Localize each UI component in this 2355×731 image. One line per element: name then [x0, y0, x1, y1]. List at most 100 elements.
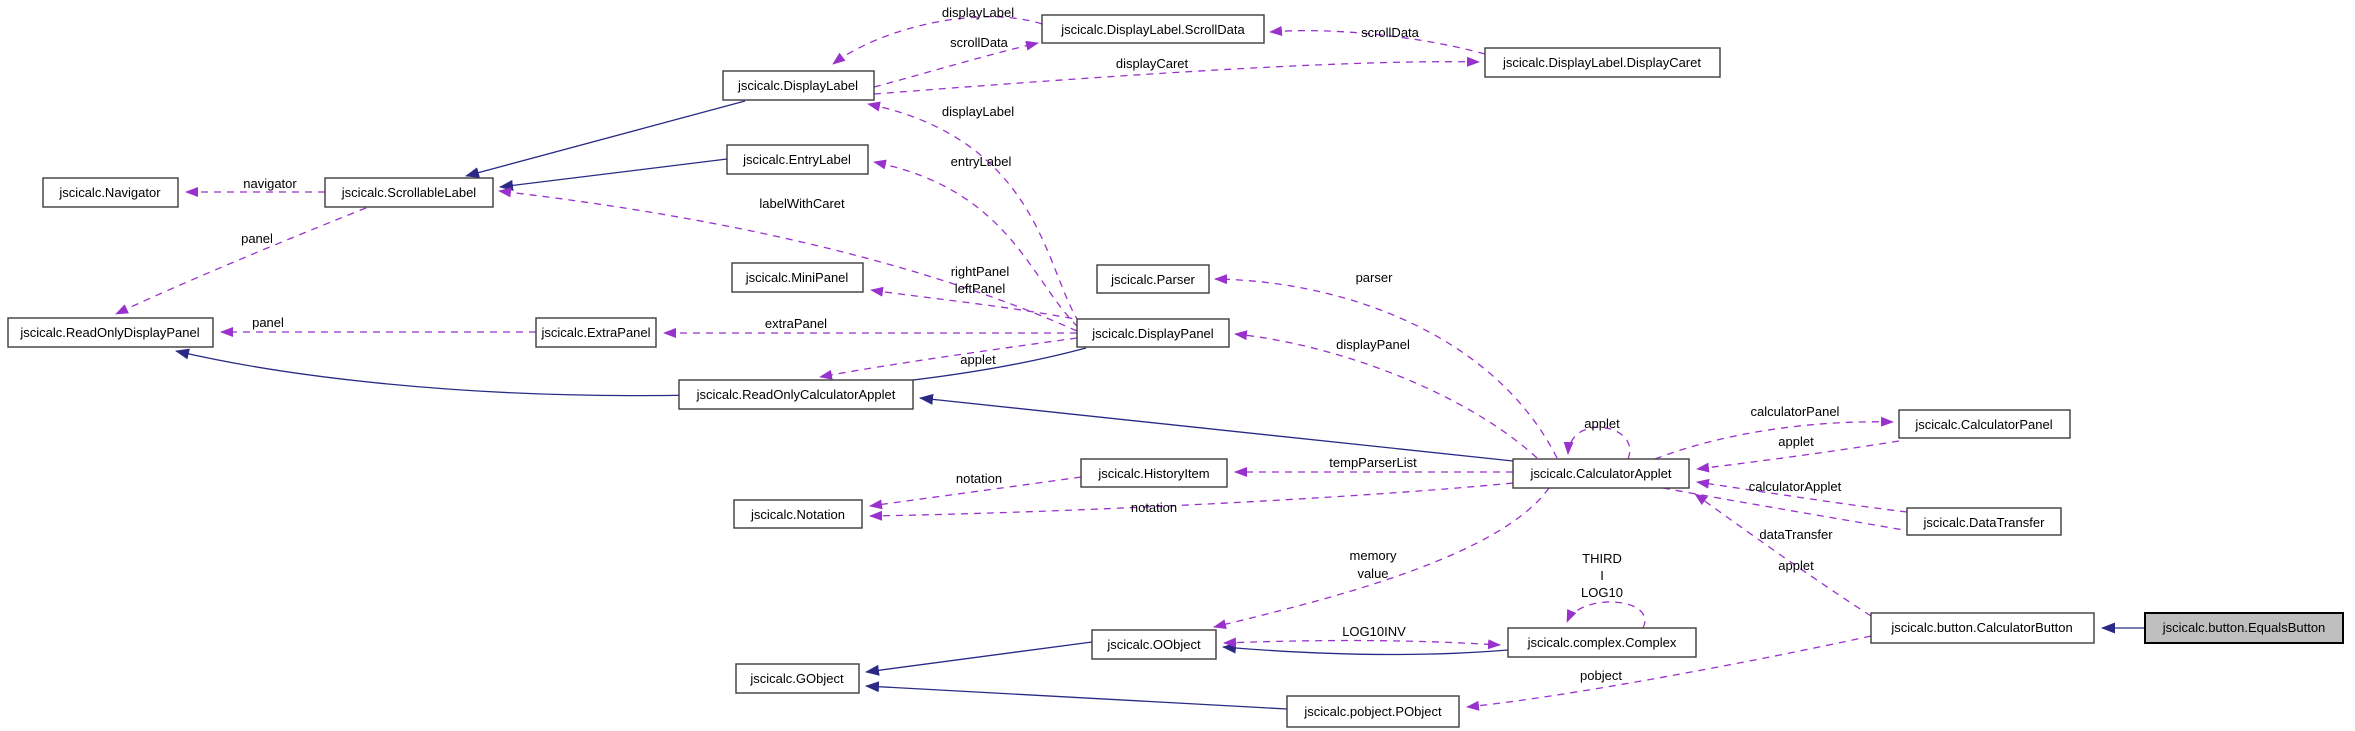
node-scrollable-label[interactable]: jscicalc.ScrollableLabel: [324, 177, 494, 208]
node-equals-button[interactable]: jscicalc.button.EqualsButton: [2144, 612, 2344, 644]
node-complex[interactable]: jscicalc.complex.Complex: [1507, 627, 1697, 658]
edge-label-panel-upper: panel: [241, 231, 273, 246]
node-notation-box[interactable]: [733, 499, 863, 529]
node-oobject-box[interactable]: [1091, 629, 1217, 660]
node-parser-box[interactable]: [1096, 264, 1210, 294]
edge-historyitem-notation: [869, 476, 1082, 510]
edge-displaypanel-minipanel: [870, 286, 1086, 322]
node-display-label[interactable]: jscicalc.DisplayLabel: [722, 70, 875, 101]
node-display-caret-label: jscicalc.DisplayLabel.DisplayCaret: [1502, 55, 1701, 70]
node-mini-panel-box[interactable]: [731, 262, 864, 293]
node-parser[interactable]: jscicalc.Parser: [1096, 264, 1210, 294]
node-calculator-applet[interactable]: jscicalc.CalculatorApplet: [1512, 458, 1690, 489]
edge-calculatorbutton-pobject: [1466, 635, 1872, 711]
node-history-item-label: jscicalc.HistoryItem: [1097, 466, 1209, 481]
edge-label-parser: parser: [1356, 270, 1394, 285]
edge-label-value: value: [1357, 566, 1388, 581]
node-equals-button-box[interactable]: [2144, 612, 2344, 644]
edge-scrolldata-displaylabel: [832, 16, 1043, 65]
edge-label-panel-lower: panel: [252, 315, 284, 330]
edge-scrollablelabel-readonlydisplaypanel: [115, 207, 367, 315]
node-navigator-label: jscicalc.Navigator: [58, 185, 161, 200]
node-history-item-box[interactable]: [1080, 458, 1228, 488]
node-notation-label: jscicalc.Notation: [750, 507, 845, 522]
node-calculator-applet-box[interactable]: [1512, 458, 1690, 489]
edge-displaylabel-inherits-scrollablelabel: [465, 100, 746, 178]
edge-label-notation-lower: notation: [1131, 500, 1177, 515]
node-calculator-applet-label: jscicalc.CalculatorApplet: [1530, 466, 1672, 481]
edge-label-third: THIRD: [1582, 551, 1622, 566]
edge-oobject-complex-log10inv: [1223, 637, 1501, 650]
node-data-transfer-box[interactable]: [1906, 507, 2062, 536]
edge-label-entrylabel: entryLabel: [951, 154, 1012, 169]
node-read-only-calculator-applet[interactable]: jscicalc.ReadOnlyCalculatorApplet: [678, 379, 914, 410]
node-calculator-panel-label: jscicalc.CalculatorPanel: [1914, 417, 2052, 432]
edge-label-log10inv: LOG10INV: [1342, 624, 1406, 639]
nodes: jscicalc.Navigator jscicalc.ScrollableLa…: [7, 14, 2344, 728]
edge-label-memory: memory: [1350, 548, 1397, 563]
edge-label-scrolldata-left: scrollData: [950, 35, 1009, 50]
node-history-item[interactable]: jscicalc.HistoryItem: [1080, 458, 1228, 488]
edge-label-navigator: navigator: [243, 176, 297, 191]
node-extra-panel-label: jscicalc.ExtraPanel: [540, 325, 650, 340]
node-read-only-display-panel-box[interactable]: [7, 317, 214, 348]
node-display-label-label: jscicalc.DisplayLabel: [737, 78, 858, 93]
node-display-panel-box[interactable]: [1076, 318, 1230, 348]
node-scrollable-label-box[interactable]: [324, 177, 494, 208]
node-notation[interactable]: jscicalc.Notation: [733, 499, 863, 529]
node-display-caret-box[interactable]: [1484, 47, 1721, 78]
edge-pobject-inherits-gobject: [865, 681, 1288, 710]
edge-calculatorbutton-calculatorapplet: [1694, 493, 1872, 617]
node-calculator-panel-box[interactable]: [1898, 409, 2071, 439]
node-data-transfer-label: jscicalc.DataTransfer: [1923, 515, 2046, 530]
edge-complex-self-constants: [1566, 601, 1646, 629]
node-entry-label[interactable]: jscicalc.EntryLabel: [726, 144, 869, 175]
edge-displaypanel-scrollablelabel: [498, 187, 1078, 332]
node-data-transfer[interactable]: jscicalc.DataTransfer: [1906, 507, 2062, 536]
edge-label-datatransfer: dataTransfer: [1759, 527, 1833, 542]
node-display-label-box[interactable]: [722, 70, 875, 101]
node-gobject-box[interactable]: [735, 663, 860, 694]
edge-displaypanel-inherits-readonlydisplaypanel: [175, 347, 1087, 397]
inheritance-edges: [175, 100, 2145, 710]
node-mini-panel[interactable]: jscicalc.MiniPanel: [731, 262, 864, 293]
node-oobject-label: jscicalc.OObject: [1106, 637, 1201, 652]
node-read-only-display-panel[interactable]: jscicalc.ReadOnlyDisplayPanel: [7, 317, 214, 348]
node-calculator-button[interactable]: jscicalc.button.CalculatorButton: [1870, 612, 2095, 644]
node-entry-label-box[interactable]: [726, 144, 869, 175]
edge-oobject-inherits-gobject: [865, 641, 1093, 676]
node-gobject[interactable]: jscicalc.GObject: [735, 663, 860, 694]
edge-label-applet-cb: applet: [1778, 558, 1814, 573]
node-calculator-button-box[interactable]: [1870, 612, 2095, 644]
node-read-only-calculator-applet-box[interactable]: [678, 379, 914, 410]
edge-label-applet-rca: applet: [960, 352, 996, 367]
edge-label-leftpanel: leftPanel: [955, 281, 1006, 296]
node-equals-button-label: jscicalc.button.EqualsButton: [2162, 620, 2326, 635]
node-display-caret[interactable]: jscicalc.DisplayLabel.DisplayCaret: [1484, 47, 1721, 78]
node-scroll-data[interactable]: jscicalc.DisplayLabel.ScrollData: [1041, 14, 1265, 44]
node-extra-panel-box[interactable]: [535, 317, 657, 348]
node-oobject[interactable]: jscicalc.OObject: [1091, 629, 1217, 660]
node-read-only-calculator-applet-label: jscicalc.ReadOnlyCalculatorApplet: [696, 387, 896, 402]
node-mini-panel-label: jscicalc.MiniPanel: [745, 270, 849, 285]
node-read-only-display-panel-label: jscicalc.ReadOnlyDisplayPanel: [19, 325, 199, 340]
node-scrollable-label-label: jscicalc.ScrollableLabel: [341, 185, 477, 200]
node-calculator-button-label: jscicalc.button.CalculatorButton: [1890, 620, 2072, 635]
node-gobject-label: jscicalc.GObject: [749, 671, 844, 686]
node-navigator-box[interactable]: [42, 177, 179, 208]
node-complex-box[interactable]: [1507, 627, 1697, 658]
node-pobject-box[interactable]: [1286, 695, 1460, 728]
edge-calculatorapplet-calculatorpanel: [1654, 416, 1894, 460]
node-display-panel-label: jscicalc.DisplayPanel: [1091, 326, 1213, 341]
edge-calculatorapplet-notation: [869, 482, 1514, 521]
node-extra-panel[interactable]: jscicalc.ExtraPanel: [535, 317, 657, 348]
node-entry-label-label: jscicalc.EntryLabel: [742, 152, 851, 167]
node-scroll-data-box[interactable]: [1041, 14, 1265, 44]
node-calculator-panel[interactable]: jscicalc.CalculatorPanel: [1898, 409, 2071, 439]
node-navigator[interactable]: jscicalc.Navigator: [42, 177, 179, 208]
edge-displaypanel-entrylabel: [873, 159, 1079, 328]
edge-label-pobject: pobject: [1580, 668, 1622, 683]
node-display-panel[interactable]: jscicalc.DisplayPanel: [1076, 318, 1230, 348]
node-pobject[interactable]: jscicalc.pobject.PObject: [1286, 695, 1460, 728]
